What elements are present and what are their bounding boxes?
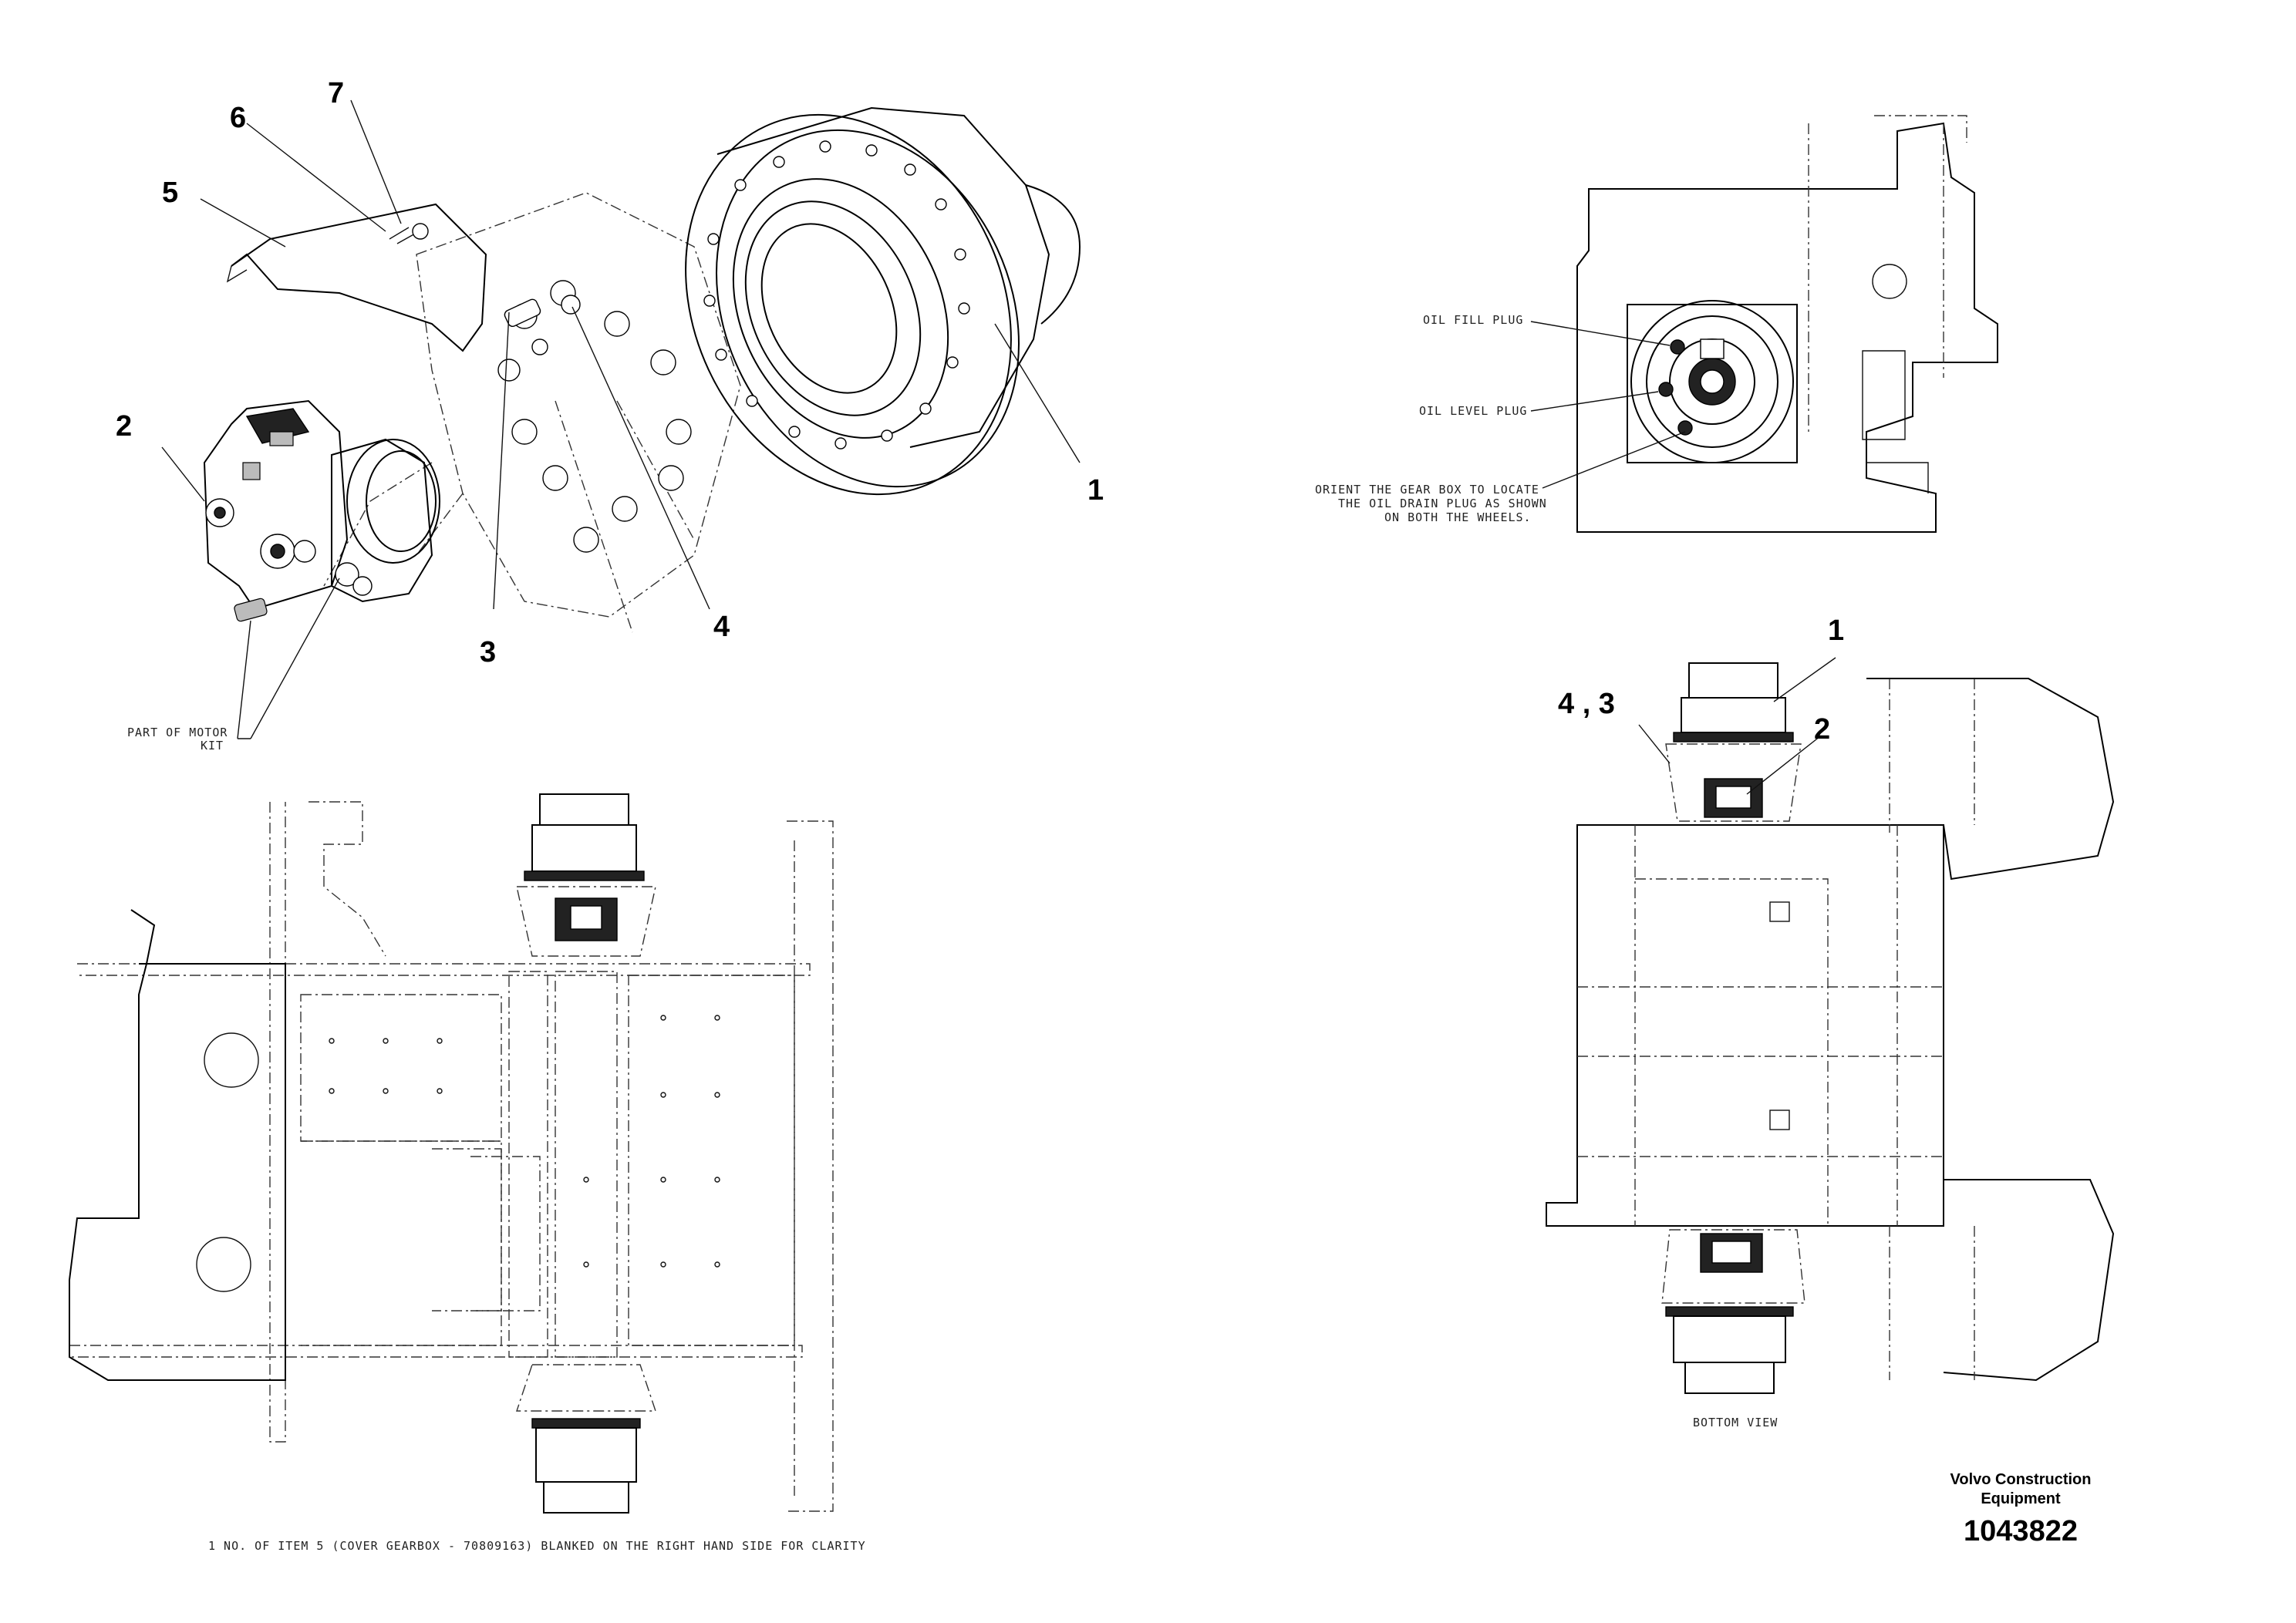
side-view-plugs: OIL FILL PLUG OIL LEVEL PLUG ORIENT THE … — [1315, 115, 1998, 533]
oil-level-plug-label: OIL LEVEL PLUG — [1419, 404, 1527, 418]
orient-note-line-1: ORIENT THE GEAR BOX TO LOCATE — [1315, 483, 1539, 497]
callout-4: 4 — [713, 611, 730, 643]
bottom-upper-gearbox — [1665, 662, 1802, 822]
callout-3: 3 — [480, 636, 496, 668]
bottom-view-label: BOTTOM VIEW — [1693, 1416, 1778, 1429]
isometric-exploded-view: 1 2 3 4 5 6 7 PART OF MOTOR KIT — [116, 77, 1104, 753]
oil-fill-plug-label: OIL FILL PLUG — [1423, 313, 1523, 327]
brand-line-1: Volvo Construction — [1950, 1471, 2092, 1488]
bottom-view: 1 2 4 , 3 BOTTOM VIEW — [1546, 615, 2115, 1429]
gearbox-bolt-circle — [703, 140, 970, 450]
callout-2: 2 — [116, 410, 132, 443]
iso-leader-lines — [161, 99, 1081, 739]
bottom-lower-gearbox — [1661, 1229, 1805, 1394]
plan-upper-gearbox — [516, 793, 656, 957]
callout-1: 1 — [1087, 474, 1104, 507]
callout-6: 6 — [230, 102, 246, 134]
bottom-callout-4-3: 4 , 3 — [1558, 688, 1615, 720]
callout-7: 7 — [328, 77, 344, 109]
flange-bolts — [497, 280, 692, 553]
hydraulic-motor-item-2 — [203, 399, 440, 622]
brand-line-2: Equipment — [1981, 1490, 2061, 1507]
title-block: Volvo Construction Equipment 1043822 — [1950, 1471, 2092, 1547]
plan-view-holes — [329, 1015, 720, 1268]
part-of-motor-kit-note-2: KIT — [201, 739, 224, 753]
cover-blanked-note: 1 NO. OF ITEM 5 (COVER GEARBOX - 7080916… — [208, 1539, 866, 1553]
document-number: 1043822 — [1964, 1515, 2078, 1547]
orient-note-line-2: THE OIL DRAIN PLUG AS SHOWN — [1338, 497, 1547, 510]
gearbox-face — [1627, 300, 1798, 463]
gearbox-item-1 — [685, 106, 1081, 496]
callout-5: 5 — [162, 177, 178, 209]
orient-note-line-3: ON BOTH THE WHEELS. — [1384, 510, 1532, 524]
bottom-callout-1: 1 — [1828, 615, 1844, 647]
plan-lower-gearbox — [516, 1364, 656, 1514]
bottom-callout-2: 2 — [1814, 713, 1830, 746]
part-of-motor-kit-note: PART OF MOTOR — [127, 726, 228, 739]
cover-gearbox-item-5 — [231, 203, 487, 352]
plan-view: 1 NO. OF ITEM 5 (COVER GEARBOX - 7080916… — [69, 793, 866, 1553]
